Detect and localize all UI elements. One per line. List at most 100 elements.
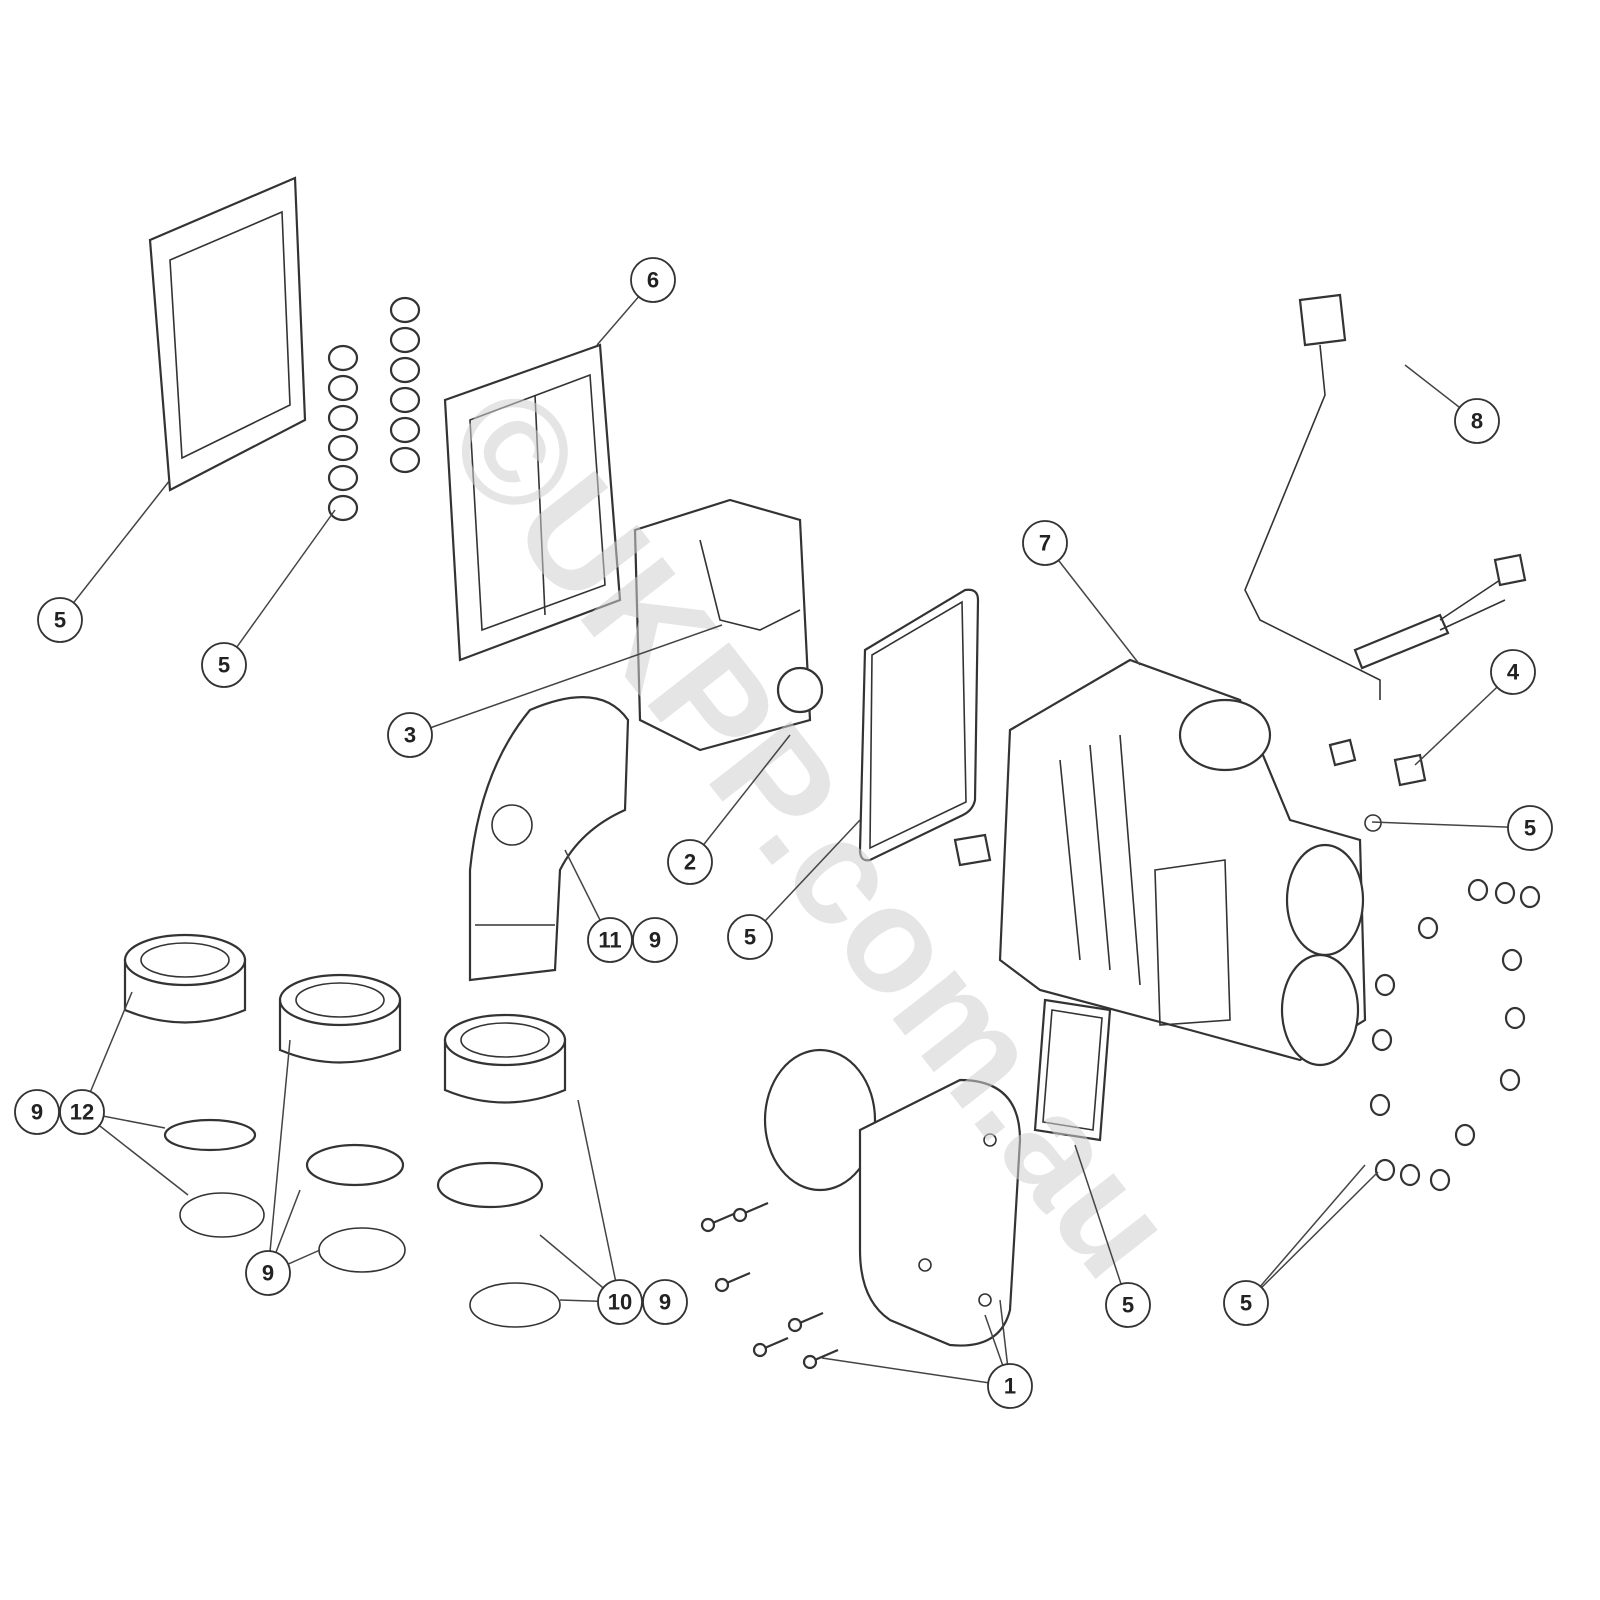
o-ring bbox=[389, 296, 421, 324]
nut bbox=[1374, 1158, 1396, 1182]
callout-5: 5 bbox=[37, 597, 83, 643]
nut bbox=[1454, 1123, 1476, 1147]
nut bbox=[1371, 1028, 1393, 1052]
o-ring-stack-left bbox=[327, 344, 359, 522]
parts bbox=[123, 176, 1541, 1370]
leader-line bbox=[1044, 542, 1141, 666]
nut bbox=[1504, 1006, 1526, 1030]
callout-label: 5 bbox=[218, 653, 230, 678]
callout-label: 7 bbox=[1039, 531, 1051, 556]
callout-circle bbox=[1022, 520, 1068, 566]
leader-line bbox=[59, 479, 171, 621]
o-ring bbox=[179, 1192, 265, 1238]
o-ring bbox=[389, 446, 421, 474]
square-gasket bbox=[1033, 998, 1112, 1142]
callout-9: 9 bbox=[14, 1089, 60, 1135]
leader-line bbox=[689, 734, 791, 863]
o-ring bbox=[327, 374, 359, 402]
callout-circle bbox=[59, 1089, 105, 1135]
drain-plug bbox=[953, 833, 992, 867]
o-ring bbox=[389, 356, 421, 384]
nut bbox=[1501, 948, 1523, 972]
nut bbox=[1494, 881, 1516, 905]
screw-head bbox=[732, 1207, 748, 1223]
callout-label: 4 bbox=[1507, 660, 1520, 685]
nut bbox=[1399, 1163, 1421, 1187]
union-thread bbox=[460, 1022, 550, 1058]
callout-label: 9 bbox=[659, 1290, 671, 1315]
leader-line bbox=[821, 1357, 1011, 1387]
callout-circle bbox=[245, 1250, 291, 1296]
callout-10: 10 bbox=[597, 1279, 643, 1325]
callout-label: 9 bbox=[262, 1261, 274, 1286]
cover-plate bbox=[443, 343, 622, 662]
nut bbox=[1519, 885, 1541, 909]
callout-circle bbox=[987, 1363, 1033, 1409]
screws bbox=[700, 1201, 839, 1370]
screw-head bbox=[752, 1342, 768, 1358]
pressure-switch bbox=[1244, 293, 1381, 767]
screw-head bbox=[787, 1317, 803, 1333]
callout-label: 12 bbox=[70, 1100, 94, 1125]
nut bbox=[1374, 973, 1396, 997]
callout-circle bbox=[1105, 1282, 1151, 1328]
control-module bbox=[633, 498, 824, 752]
leader-line bbox=[267, 1039, 291, 1274]
callout-6: 6 bbox=[630, 257, 676, 303]
o-ring bbox=[327, 494, 359, 522]
seal-gasket bbox=[858, 588, 980, 862]
callout-4: 4 bbox=[1490, 649, 1536, 695]
callout-5: 5 bbox=[727, 914, 773, 960]
callout-label: 9 bbox=[649, 928, 661, 953]
leader-line bbox=[1074, 1144, 1129, 1306]
callout-circle bbox=[14, 1089, 60, 1135]
leader-line bbox=[577, 1099, 621, 1303]
o-ring bbox=[469, 1282, 561, 1328]
callout-circle bbox=[727, 914, 773, 960]
callout-label: 11 bbox=[598, 928, 621, 953]
callout-8: 8 bbox=[1454, 398, 1500, 444]
elbow-pipe bbox=[468, 696, 630, 982]
callout-circle bbox=[1490, 649, 1536, 695]
callout-label: 8 bbox=[1471, 409, 1483, 434]
callout-circle bbox=[597, 1279, 643, 1325]
callout-9: 9 bbox=[642, 1279, 688, 1325]
callout-circle bbox=[201, 642, 247, 688]
callout-label: 5 bbox=[1524, 816, 1536, 841]
callout-label: 9 bbox=[31, 1100, 43, 1125]
callout-9: 9 bbox=[245, 1250, 291, 1296]
callout-label: 5 bbox=[1240, 1291, 1252, 1316]
o-ring bbox=[318, 1227, 406, 1273]
callout-5: 5 bbox=[1105, 1282, 1151, 1328]
nut bbox=[1429, 1168, 1451, 1192]
o-ring bbox=[389, 416, 421, 444]
callout-circle bbox=[632, 917, 678, 963]
callout-circle bbox=[1223, 1280, 1269, 1326]
tail-piece bbox=[163, 1118, 257, 1152]
screw-head bbox=[700, 1217, 716, 1233]
o-ring bbox=[327, 404, 359, 432]
nuts-washers bbox=[1369, 878, 1541, 1192]
nut bbox=[1417, 916, 1439, 940]
nut bbox=[1369, 1093, 1391, 1117]
callout-circle bbox=[587, 917, 633, 963]
callout-circle bbox=[630, 257, 676, 303]
leader-lines bbox=[59, 279, 1531, 1387]
callout-circle bbox=[642, 1279, 688, 1325]
callout-3: 3 bbox=[387, 712, 433, 758]
tail-piece bbox=[305, 1143, 405, 1187]
leader-line bbox=[409, 624, 723, 736]
screw-head bbox=[802, 1354, 818, 1370]
leader-line bbox=[749, 819, 861, 938]
callout-5: 5 bbox=[1223, 1280, 1269, 1326]
callout-5: 5 bbox=[1507, 805, 1553, 851]
leader-line bbox=[1245, 1164, 1366, 1304]
callout-circle bbox=[1507, 805, 1553, 851]
union-thread bbox=[295, 982, 385, 1018]
callout-11: 11 bbox=[587, 917, 633, 963]
callout-12: 12 bbox=[59, 1089, 105, 1135]
callout-label: 5 bbox=[744, 925, 756, 950]
tail-piece bbox=[436, 1161, 544, 1209]
